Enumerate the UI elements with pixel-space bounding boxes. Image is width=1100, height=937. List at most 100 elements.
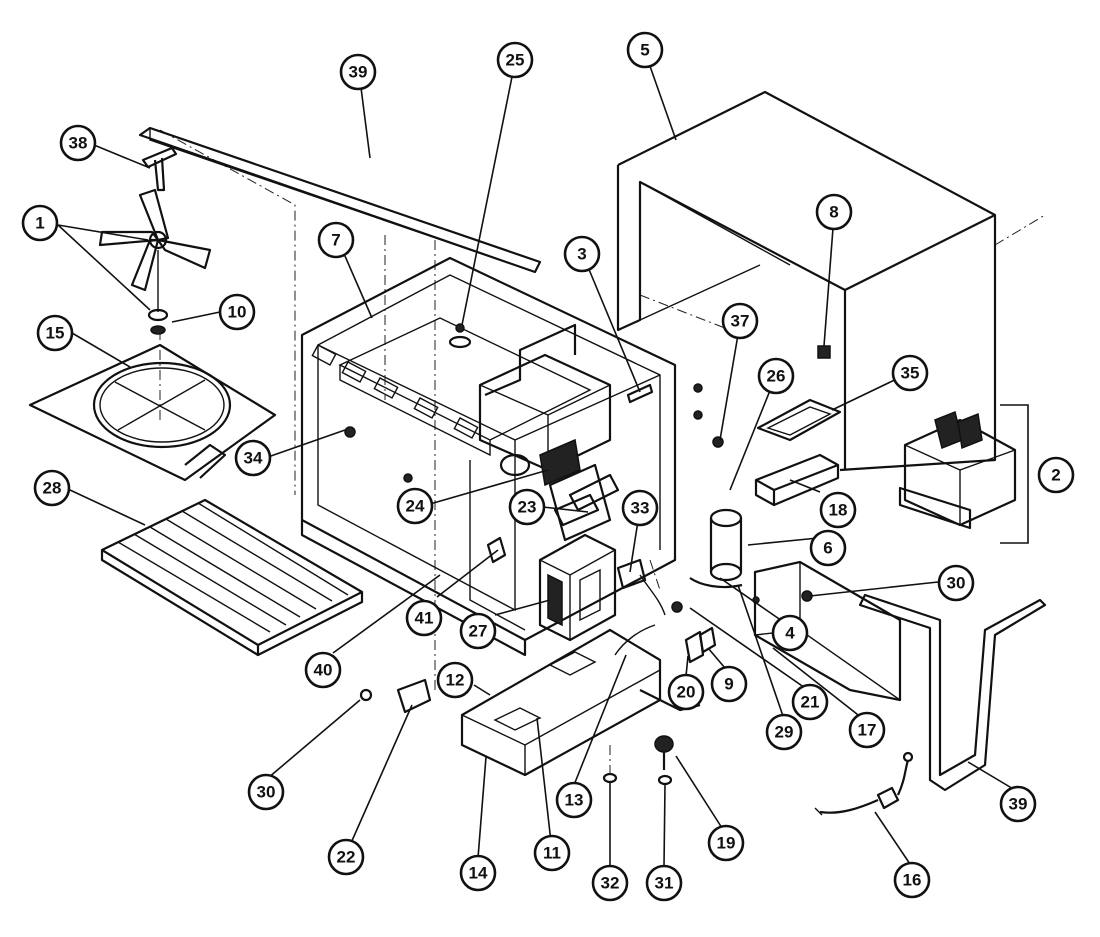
svg-text:30: 30 xyxy=(947,574,966,593)
svg-text:38: 38 xyxy=(69,134,88,153)
part-transformer xyxy=(538,533,617,642)
callout-38: 35 xyxy=(891,354,929,392)
svg-text:37: 37 xyxy=(731,312,750,331)
callout-35: 39 xyxy=(339,53,377,91)
part-fan-blade xyxy=(98,188,212,312)
svg-text:34: 34 xyxy=(244,449,263,468)
part-wire-harness xyxy=(814,751,914,816)
part-bottom-hardware xyxy=(602,735,674,786)
svg-text:20: 20 xyxy=(677,683,696,702)
part-fan-shroud xyxy=(28,343,277,482)
leader-lines xyxy=(57,51,1016,867)
callout-5: 5 xyxy=(626,31,664,69)
svg-text:26: 26 xyxy=(767,367,786,386)
svg-text:31: 31 xyxy=(655,874,674,893)
svg-text:24: 24 xyxy=(406,497,425,516)
svg-text:14: 14 xyxy=(469,864,488,883)
svg-text:10: 10 xyxy=(228,303,247,322)
callout-29: 29 xyxy=(765,713,803,751)
svg-text:39: 39 xyxy=(1009,795,1028,814)
svg-text:16: 16 xyxy=(903,871,922,890)
callout-19: 19 xyxy=(707,824,745,862)
callout-15: 15 xyxy=(36,314,74,352)
callout-36: 33 xyxy=(621,489,659,527)
svg-text:35: 35 xyxy=(901,364,920,383)
part-screws-right xyxy=(344,383,724,483)
svg-text:22: 22 xyxy=(337,848,356,867)
svg-text:5: 5 xyxy=(640,41,649,60)
svg-text:19: 19 xyxy=(717,834,736,853)
callout-33: 37 xyxy=(721,302,759,340)
svg-text:41: 41 xyxy=(415,609,434,628)
callout-27: 27 xyxy=(459,612,497,650)
callout-13: 13 xyxy=(555,781,593,819)
callout-34: 38 xyxy=(59,124,97,162)
svg-text:1: 1 xyxy=(35,214,44,233)
part-interlock-switches xyxy=(671,577,743,664)
callout-26: 26 xyxy=(757,357,795,395)
part-oven-rack xyxy=(100,498,364,657)
svg-text:2: 2 xyxy=(1051,466,1060,485)
part-screw-25 xyxy=(448,323,472,349)
svg-text:4: 4 xyxy=(785,624,795,643)
svg-text:15: 15 xyxy=(46,324,65,343)
callout-8: 8 xyxy=(815,193,853,231)
callout-32: 32 xyxy=(591,864,629,902)
svg-text:23: 23 xyxy=(518,498,537,517)
callout-4: 4 xyxy=(771,614,809,652)
svg-text:32: 32 xyxy=(601,874,620,893)
part-capacitor xyxy=(709,508,743,582)
callout-28: 28 xyxy=(33,469,71,507)
callout-14: 14 xyxy=(459,854,497,892)
callout-40: 40 xyxy=(304,651,342,689)
part-latch xyxy=(359,678,432,714)
part-washer xyxy=(147,308,169,335)
part-waveguide xyxy=(478,323,612,542)
svg-text:7: 7 xyxy=(331,231,340,250)
svg-text:8: 8 xyxy=(829,203,838,222)
callout-37: 34 xyxy=(234,439,272,477)
svg-text:3: 3 xyxy=(577,245,586,264)
callout-23: 23 xyxy=(508,488,546,526)
callout-1: 1 xyxy=(21,204,59,242)
callout-24: 24 xyxy=(396,487,434,525)
callout-17: 17 xyxy=(848,711,886,749)
callout-12: 12 xyxy=(436,661,474,699)
part-right-screws xyxy=(752,590,813,604)
svg-text:27: 27 xyxy=(469,622,488,641)
callout-16: 16 xyxy=(893,861,931,899)
part-outer-cabinet xyxy=(616,90,997,472)
callout-6: 6 xyxy=(809,529,847,567)
callout-30-right: 30 xyxy=(937,564,975,602)
svg-text:9: 9 xyxy=(724,675,733,694)
callout-9: 9 xyxy=(710,665,748,703)
svg-text:28: 28 xyxy=(43,479,62,498)
svg-text:25: 25 xyxy=(506,51,525,70)
callout-10: 10 xyxy=(218,293,256,331)
svg-text:17: 17 xyxy=(858,721,877,740)
svg-text:39: 39 xyxy=(349,63,368,82)
part-small-brackets xyxy=(486,473,666,616)
callout-3: 3 xyxy=(563,235,601,273)
callout-22: 22 xyxy=(327,838,365,876)
callout-20: 20 xyxy=(667,673,705,711)
part-top-rail xyxy=(138,126,542,274)
callout-18: 18 xyxy=(819,491,857,529)
callout-30-left: 30 xyxy=(247,773,285,811)
svg-text:11: 11 xyxy=(543,844,561,863)
callout-31: 31 xyxy=(645,864,683,902)
svg-text:6: 6 xyxy=(823,539,832,558)
callout-39: 39 xyxy=(999,785,1037,823)
svg-text:33: 33 xyxy=(631,499,650,518)
svg-text:12: 12 xyxy=(446,671,465,690)
svg-text:30: 30 xyxy=(257,783,276,802)
alignment-lines xyxy=(159,129,1046,775)
part-filter-board xyxy=(754,453,840,507)
part-fan-nut xyxy=(141,146,178,192)
callout-2: 2 xyxy=(1037,456,1075,494)
svg-text:18: 18 xyxy=(829,501,848,520)
svg-text:40: 40 xyxy=(314,661,333,680)
callout-41: 41 xyxy=(405,599,443,637)
callout-25: 25 xyxy=(496,41,534,79)
